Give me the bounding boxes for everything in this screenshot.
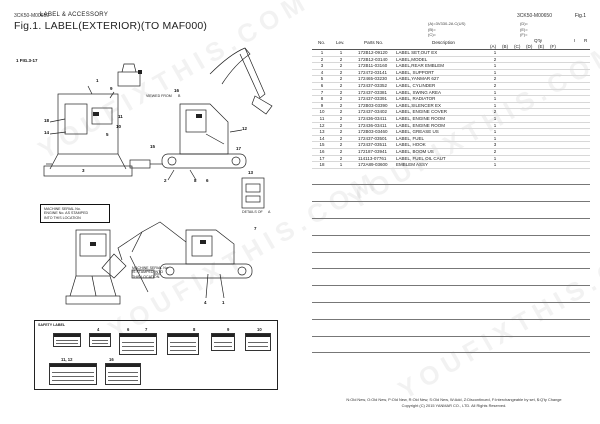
blank-rows: [312, 169, 590, 354]
safety-sticker: [119, 333, 157, 355]
callout-5: 5: [106, 132, 109, 137]
safety-sticker: [211, 333, 235, 351]
figure-number: Fig.1: [574, 13, 586, 19]
details-of-mark: A: [268, 210, 271, 214]
safety-label-box: SAFETY LABEL 4 7 6 8 9 10 11, 12 16: [34, 320, 278, 390]
figure-title: Fig.1. LABEL(EXTERIOR)(TO MAF000): [14, 20, 208, 32]
viewed-from-mark: B: [178, 94, 181, 98]
safety-num-8: 8: [193, 327, 196, 332]
variant-legend: (A)=3V330-2A C(US) (B)= (C)=: [428, 21, 466, 37]
callout-10: 10: [116, 124, 122, 129]
safety-num-9: 9: [227, 327, 230, 332]
callout-8: 8: [194, 178, 197, 183]
safety-num-10: 10: [257, 327, 262, 332]
machine-serial-note-2: MACHINE SERIAL No. IS STAMPED INTO THIS …: [132, 266, 169, 279]
safety-sticker: [105, 363, 141, 385]
safety-sticker: [49, 363, 97, 385]
label-location-diagram: 1 FIG.3-17 1 18 14 9 11 10 5 3 16 12 17 …: [10, 34, 306, 342]
safety-label-title: SAFETY LABEL: [38, 323, 66, 327]
callout-3: 3: [82, 168, 85, 173]
machine-serial-note-1: MACHINE SERIAL No. ENGINE No. AS STAMPED…: [40, 204, 110, 224]
safety-sticker: [89, 333, 111, 347]
callout-7: 7: [254, 226, 257, 231]
viewed-from-label: VIEWED FROM: [146, 94, 172, 98]
catalog-code-left: 3CK50-M00650: [14, 13, 50, 19]
callout-9: 9: [110, 86, 113, 91]
parts-table-header: No. Lev. Parts No. Description Q'ty I R …: [312, 38, 590, 50]
callout-4: 4: [204, 300, 207, 305]
callout-6: 6: [206, 178, 209, 183]
parts-table: No. Lev. Parts No. Description Q'ty I R …: [312, 38, 590, 354]
catalog-code-right: 3CK50-M00650: [516, 13, 552, 19]
callout-1: 1: [96, 78, 99, 83]
callout-14: 14: [44, 130, 50, 135]
callout-15: 15: [150, 144, 156, 149]
safety-sticker: [245, 333, 271, 351]
safety-num-6: 6: [127, 327, 130, 332]
callout-13: 13: [248, 170, 254, 175]
callout-18: 18: [44, 118, 50, 123]
excavator-drawings: [43, 47, 273, 305]
safety-sticker: [53, 333, 81, 347]
copyright: Copyright (C) 2015 YANMAR CO., LTD. All …: [401, 403, 507, 408]
safety-num-11-12: 11, 12: [61, 357, 73, 362]
safety-num-16: 16: [109, 357, 114, 362]
change-legend: N:Old New, O:Old New, P:Old New, R:Old N…: [346, 397, 562, 402]
callout-12: 12: [242, 126, 248, 131]
callout-2: 2: [164, 178, 167, 183]
section-label: LABEL & ACCESSORY: [40, 12, 109, 18]
figure-ref: 1 FIG.3-17: [16, 58, 38, 63]
callout-17: 17: [236, 146, 242, 151]
safety-num-7: 7: [145, 327, 148, 332]
callout-1b: 1: [222, 300, 225, 305]
callout-16: 16: [174, 88, 180, 93]
variant-legend-2: (D)= (E)= (F)=: [520, 21, 528, 37]
safety-num-4: 4: [97, 327, 100, 332]
safety-sticker: [167, 333, 199, 355]
details-of-label: DETAILS OF: [242, 210, 263, 214]
callout-11: 11: [118, 114, 123, 119]
